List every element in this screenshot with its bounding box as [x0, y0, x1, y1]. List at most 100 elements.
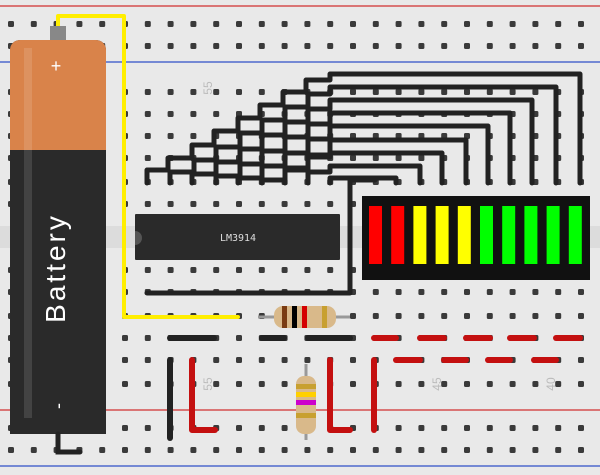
- breadboard-hole: [509, 289, 516, 295]
- breadboard-hole: [190, 111, 197, 117]
- breadboard-hole: [281, 267, 288, 273]
- wire-8[interactable]: [305, 163, 423, 186]
- breadboard-hole: [532, 43, 539, 49]
- breadboard-hole: [144, 357, 151, 363]
- column-label-bottom-45: 45: [430, 377, 444, 391]
- resistor-horizontal[interactable]: [258, 306, 350, 328]
- breadboard-hole: [213, 43, 220, 49]
- breadboard-hole: [441, 21, 448, 27]
- breadboard-hole: [167, 267, 174, 273]
- breadboard-hole: [144, 267, 151, 273]
- breadboard-hole: [395, 381, 402, 387]
- red-jumper-l-1[interactable]: [189, 357, 218, 433]
- breadboard-hole: [304, 201, 311, 207]
- breadboard-hole: [76, 21, 83, 27]
- battery-top-band: [10, 40, 106, 164]
- chip-body: [135, 214, 340, 260]
- breadboard-hole: [236, 21, 242, 27]
- breadboard-hole: [441, 425, 448, 431]
- breadboard-hole: [555, 43, 562, 49]
- negative-supply-wire[interactable]: [55, 431, 83, 455]
- breadboard-hole: [213, 21, 220, 27]
- breadboard-hole: [144, 201, 151, 207]
- band-v-1: [296, 384, 316, 389]
- breadboard-hole: [578, 43, 584, 49]
- wire-3[interactable]: [189, 97, 535, 186]
- wire-7[interactable]: [282, 150, 445, 186]
- breadboard-hole: [281, 201, 288, 207]
- breadboard-hole: [555, 313, 562, 319]
- chip-to-led-wires[interactable]: [144, 71, 583, 296]
- wire-2[interactable]: [167, 84, 559, 186]
- led-bar-graph[interactable]: [362, 196, 590, 280]
- breadboard-hole: [464, 447, 470, 453]
- breadboard-hole: [8, 21, 14, 27]
- resistor-vertical[interactable]: [296, 364, 316, 440]
- breadboard-hole: [578, 289, 584, 295]
- breadboard-hole: [236, 89, 242, 95]
- breadboard-hole: [213, 357, 220, 363]
- breadboard-hole: [258, 21, 265, 27]
- breadboard-hole: [144, 89, 151, 95]
- breadboard-hole: [122, 381, 128, 387]
- wire-return[interactable]: [144, 177, 378, 296]
- breadboard-hole: [441, 289, 448, 295]
- column-label-top-55: 55: [201, 81, 215, 95]
- led-segments: [369, 206, 582, 264]
- breadboard-hole: [122, 357, 128, 363]
- breadboard-hole: [464, 89, 470, 95]
- breadboard-hole: [190, 43, 197, 49]
- breadboard-hole: [464, 21, 470, 27]
- breadboard-hole: [372, 447, 379, 453]
- positive-supply-wire[interactable]: [56, 14, 240, 319]
- breadboard-hole: [213, 201, 220, 207]
- breadboard-hole: [395, 289, 402, 295]
- column-label-bottom-40: 40: [544, 377, 558, 391]
- breadboard-hole: [144, 425, 151, 431]
- wire-outer[interactable]: [144, 71, 583, 186]
- breadboard-hole: [532, 313, 539, 319]
- breadboard-hole: [304, 447, 311, 453]
- breadboard-hole: [30, 21, 37, 27]
- breadboard-hole: [167, 21, 174, 27]
- breadboard-hole: [167, 201, 174, 207]
- breadboard-hole: [486, 425, 493, 431]
- breadboard-hole: [350, 357, 356, 363]
- breadboard-hole: [532, 425, 539, 431]
- wire-4[interactable]: [213, 110, 513, 186]
- breadboard-hole: [236, 357, 242, 363]
- wire-5[interactable]: [235, 123, 491, 186]
- breadboard-hole: [190, 201, 197, 207]
- breadboard-hole: [236, 201, 242, 207]
- battery-positive-terminal: [50, 26, 66, 40]
- led-segment-9: [546, 206, 560, 264]
- breadboard-hole: [167, 43, 174, 49]
- breadboard-hole: [532, 381, 539, 387]
- red-jumpers[interactable]: [189, 335, 583, 433]
- breadboard-hole: [395, 155, 402, 161]
- battery-body: [10, 150, 106, 434]
- breadboard-hole: [441, 447, 448, 453]
- red-jumper-l-2[interactable]: [327, 357, 353, 433]
- breadboard-hole: [578, 447, 584, 453]
- breadboard-hole: [144, 133, 151, 139]
- breadboard-hole: [509, 313, 516, 319]
- breadboard-hole: [464, 313, 470, 319]
- breadboard-hole: [327, 21, 334, 27]
- lm3914-chip[interactable]: LM3914: [135, 214, 340, 260]
- led-segment-3: [413, 206, 427, 264]
- breadboard-hole: [236, 381, 242, 387]
- battery[interactable]: + Battery -: [10, 26, 106, 455]
- breadboard-hole: [258, 447, 265, 453]
- breadboard-hole: [509, 43, 516, 49]
- breadboard-hole: [167, 111, 174, 117]
- black-jumpers[interactable]: [167, 335, 353, 441]
- breadboard-hole: [350, 89, 356, 95]
- breadboard-hole: [304, 267, 311, 273]
- breadboard-hole: [532, 289, 539, 295]
- breadboard-hole: [578, 21, 584, 27]
- band-4: [322, 306, 327, 328]
- breadboard-hole: [190, 21, 197, 27]
